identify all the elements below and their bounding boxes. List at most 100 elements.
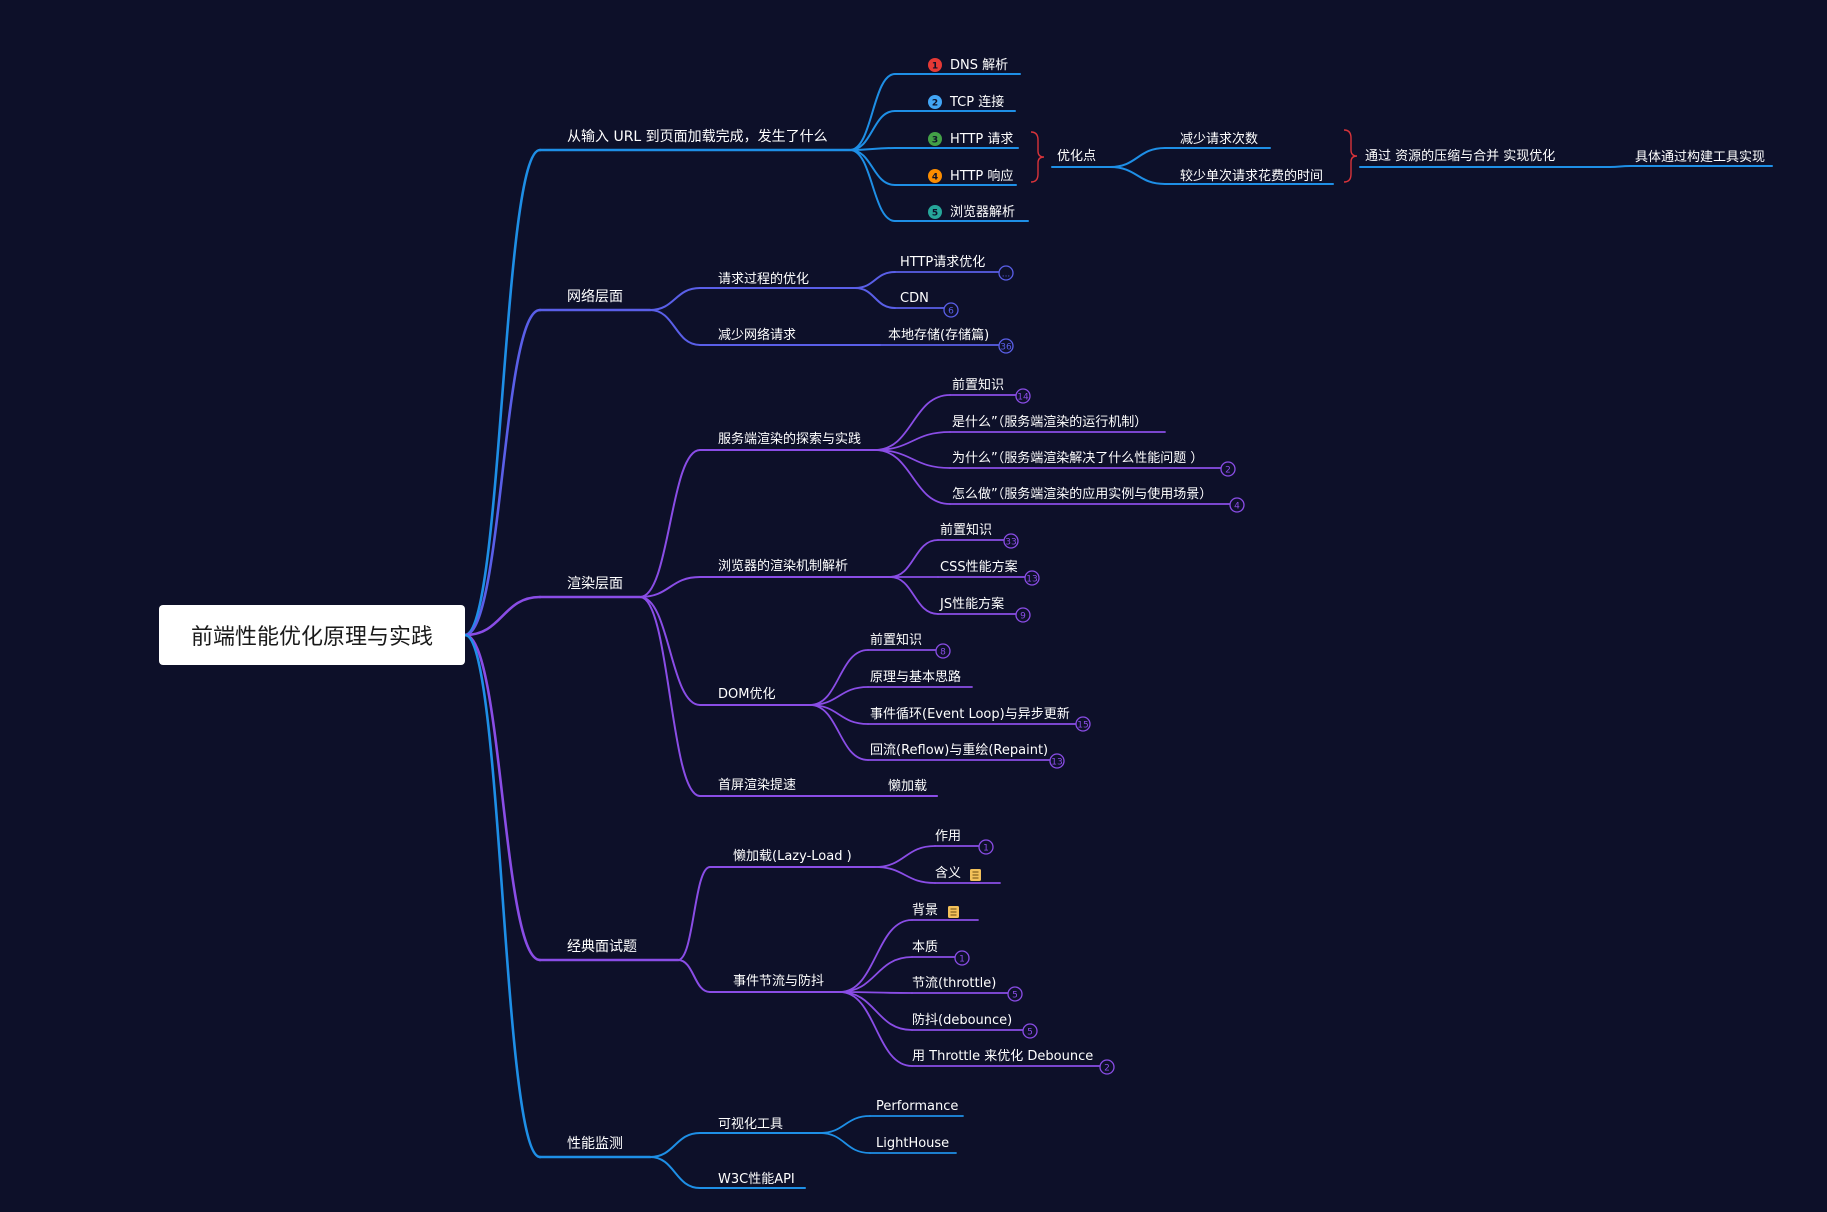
- step-node-label[interactable]: HTTP 响应: [950, 168, 1013, 184]
- step-node-label[interactable]: DNS 解析: [950, 58, 1008, 73]
- sub-branch-label[interactable]: 可视化工具: [718, 1117, 783, 1132]
- badge-circle: [1024, 570, 1040, 586]
- collapse-count-badge[interactable]: 4: [1229, 497, 1245, 513]
- collapse-count-badge[interactable]: ...: [998, 265, 1014, 281]
- leaf-node-label[interactable]: 前置知识: [940, 522, 992, 538]
- priority-circle: [928, 205, 942, 219]
- step-node-label[interactable]: TCP 连接: [949, 94, 1004, 110]
- connector-line: [463, 633, 542, 1159]
- branch-node-label[interactable]: 从输入 URL 到页面加载完成，发生了什么: [567, 129, 828, 145]
- leaf-node-label[interactable]: JS性能方案: [939, 596, 1004, 612]
- collapse-count-badge[interactable]: 8: [935, 643, 951, 659]
- summary-node-label[interactable]: 通过 资源的压缩与合并 实现优化: [1365, 148, 1555, 164]
- leaf-node-label[interactable]: 原理与基本思路: [870, 669, 961, 685]
- branch-node-label[interactable]: 渲染层面: [567, 576, 623, 592]
- connector-line: [677, 959, 711, 993]
- badge-count: 15: [1077, 721, 1088, 731]
- connector-layer: [463, 73, 1773, 1189]
- summary-child-label[interactable]: 具体通过构建工具实现: [1635, 150, 1765, 165]
- leaf-node-label[interactable]: CDN: [900, 291, 929, 306]
- collapse-count-badge[interactable]: 33: [1003, 533, 1019, 549]
- collapse-count-badge[interactable]: 1: [978, 839, 994, 855]
- collapse-count-badge[interactable]: 1: [954, 950, 970, 966]
- leaf-node-label[interactable]: 怎么做”（服务端渲染的应用实例与使用场景）: [952, 486, 1212, 502]
- leaf-node-label[interactable]: HTTP请求优化: [900, 255, 985, 270]
- leaf-node-label[interactable]: 前置知识: [952, 377, 1004, 393]
- note-icon[interactable]: [948, 906, 959, 918]
- leaf-node-label[interactable]: 本质: [912, 940, 938, 955]
- branch-node-label[interactable]: 性能监测: [567, 1136, 623, 1152]
- badge-circle: [998, 338, 1014, 354]
- collapse-count-badge[interactable]: 36: [998, 338, 1014, 354]
- collapse-count-badge[interactable]: 14: [1015, 388, 1031, 404]
- collapse-count-badge[interactable]: 9: [1015, 607, 1031, 623]
- connector-line: [819, 1115, 871, 1134]
- sub-branch-label[interactable]: 减少网络请求: [718, 327, 796, 343]
- priority-number: 2: [932, 99, 938, 109]
- root-node[interactable]: 前端性能优化原理与实践: [159, 605, 465, 665]
- leaf-node-label[interactable]: 作用: [935, 829, 961, 844]
- sub-branch-label[interactable]: 事件节流与防抖: [733, 973, 824, 989]
- collapse-count-badge[interactable]: 5: [1022, 1023, 1038, 1039]
- badge-count: 33: [1005, 538, 1016, 548]
- collapse-count-badge[interactable]: 5: [1007, 986, 1023, 1002]
- sub-branch-label[interactable]: W3C性能API: [718, 1172, 795, 1187]
- sub-branch-label[interactable]: 服务端渲染的探索与实践: [718, 431, 861, 447]
- collapse-count-badge[interactable]: 13: [1049, 753, 1065, 769]
- priority-number-icon: 4: [928, 169, 942, 183]
- leaf-node-label[interactable]: 用 Throttle 来优化 Debounce: [912, 1049, 1093, 1064]
- summary-brace: [1030, 131, 1045, 183]
- connector-line: [874, 394, 951, 451]
- branch-node-label[interactable]: 经典面试题: [567, 939, 637, 955]
- priority-number: 5: [932, 209, 938, 219]
- leaf-node-label[interactable]: 背景: [912, 903, 938, 918]
- leaf-node-label[interactable]: 含义: [935, 865, 961, 881]
- badge-circle: [935, 643, 951, 659]
- step-node-label[interactable]: 浏览器解析: [950, 204, 1015, 220]
- note-icon[interactable]: [970, 869, 981, 881]
- connector-line: [463, 148, 542, 637]
- collapse-count-badge[interactable]: 2: [1099, 1059, 1115, 1075]
- connector-line: [874, 431, 951, 451]
- badge-circle: [1015, 607, 1031, 623]
- leaf-node-label[interactable]: 是什么”（服务端渲染的运行机制）: [952, 414, 1147, 430]
- leaf-node-label[interactable]: 节流(throttle): [912, 976, 996, 991]
- collapse-count-badge[interactable]: 6: [943, 302, 959, 318]
- summary-child-label[interactable]: 较少单次请求花费的时间: [1180, 168, 1323, 184]
- sub-branch-label[interactable]: 浏览器的渲染机制解析: [718, 558, 848, 574]
- leaf-node-label[interactable]: 事件循环(Event Loop)与异步更新: [870, 706, 1070, 722]
- badge-circle: [1099, 1059, 1115, 1075]
- branch-node-label[interactable]: 网络层面: [567, 289, 623, 305]
- priority-circle: [928, 58, 942, 72]
- connector-line: [649, 1132, 701, 1158]
- leaf-node-label[interactable]: 回流(Reflow)与重绘(Repaint): [870, 742, 1048, 758]
- collapse-count-badge[interactable]: 2: [1220, 461, 1236, 477]
- sub-branch-label[interactable]: DOM优化: [718, 687, 775, 702]
- connector-line: [639, 449, 701, 598]
- leaf-node-label[interactable]: 懒加载: [888, 779, 927, 794]
- leaf-node-label[interactable]: 防抖(debounce): [912, 1012, 1012, 1028]
- summary-child-label[interactable]: 减少请求次数: [1180, 131, 1258, 147]
- connector-line: [649, 309, 701, 346]
- badge-count: 1: [983, 844, 989, 854]
- leaf-node-label[interactable]: Performance: [876, 1099, 958, 1114]
- connector-line: [809, 704, 869, 761]
- leaf-node-label[interactable]: 为什么”（服务端渲染解决了什么性能问题 ）: [952, 450, 1203, 466]
- leaf-node-label[interactable]: 本地存储(存储篇): [888, 328, 989, 343]
- priority-circle: [928, 95, 942, 109]
- leaf-node-label[interactable]: 前置知识: [870, 632, 922, 648]
- badge-circle: [1015, 388, 1031, 404]
- collapse-count-badge[interactable]: 15: [1075, 716, 1091, 732]
- summary-node-label[interactable]: 优化点: [1057, 149, 1096, 164]
- sub-branch-label[interactable]: 首屏渲染提速: [718, 777, 796, 793]
- collapse-count-badge[interactable]: 13: [1024, 570, 1040, 586]
- priority-circle: [928, 169, 942, 183]
- sub-branch-label[interactable]: 懒加载(Lazy-Load ): [733, 849, 852, 864]
- badge-count: 9: [1020, 612, 1026, 622]
- sub-branch-label[interactable]: 请求过程的优化: [718, 271, 809, 287]
- leaf-node-label[interactable]: LightHouse: [876, 1136, 949, 1151]
- leaf-node-label[interactable]: CSS性能方案: [940, 559, 1018, 575]
- badge-circle: [954, 950, 970, 966]
- step-node-label[interactable]: HTTP 请求: [950, 132, 1013, 147]
